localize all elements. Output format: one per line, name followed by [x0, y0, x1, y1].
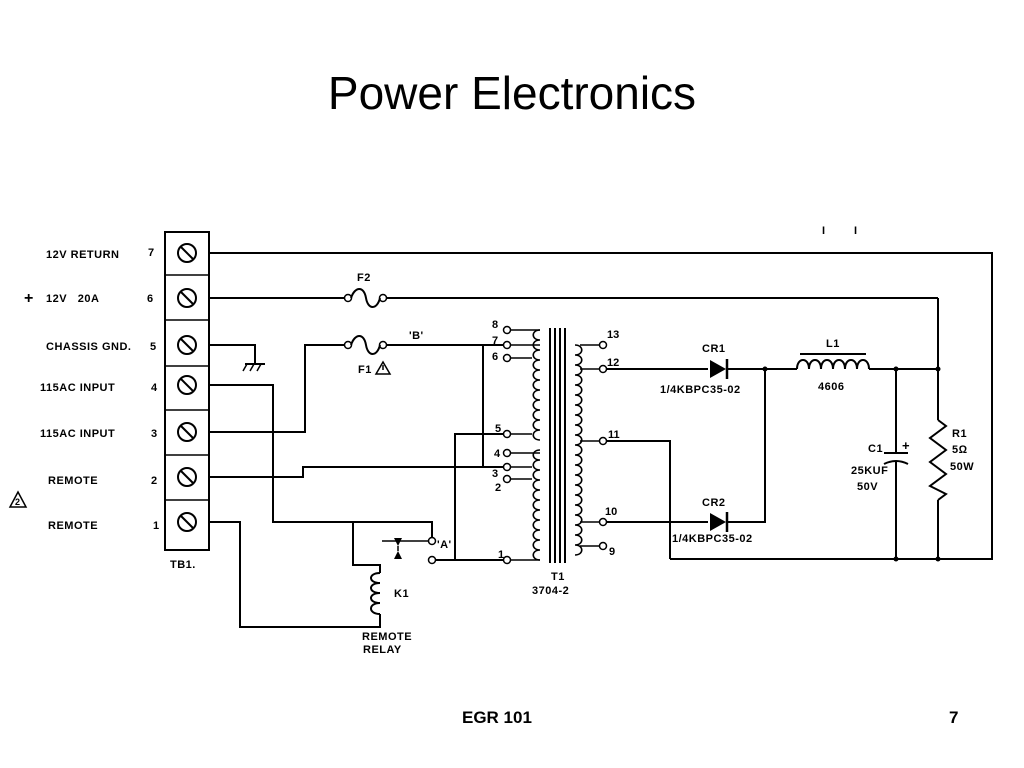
tap-11: 11	[608, 429, 620, 441]
tap-10: 10	[605, 506, 617, 518]
tap-7: 7	[492, 335, 498, 347]
inductor-part: 4606	[818, 381, 844, 393]
terminal-4-number: 4	[151, 382, 158, 394]
note-triangle-icon: 2	[8, 490, 28, 508]
fuse-f1: F1 'B'	[343, 330, 424, 376]
tap-5: 5	[495, 423, 501, 435]
capacitor-c1: + C1 25KUF 50V	[851, 438, 910, 493]
resistor-label: R1	[952, 428, 967, 440]
terminal-3-label: 115AC INPUT	[40, 428, 115, 440]
top-mark-2: I	[854, 225, 858, 237]
fuse-f1-label: F1	[358, 364, 372, 376]
terminal-5-label: CHASSIS GND.	[46, 341, 131, 353]
tap-4: 4	[494, 448, 501, 460]
fuse-f2: F2	[343, 272, 388, 308]
diode-cr1-label: CR1	[702, 343, 726, 355]
terminal-5-number: 5	[150, 341, 156, 353]
inductor-l1: L1 4606	[796, 338, 870, 393]
inductor-label: L1	[826, 338, 840, 350]
diode-cr2: CR2 1/4KBPC35-02	[672, 497, 753, 545]
top-mark-1: I	[822, 225, 826, 237]
tap-13: 13	[607, 329, 619, 341]
warning-triangle-icon	[374, 360, 392, 375]
page-number: 7	[949, 708, 959, 727]
transformer-part-label: 3704-2	[532, 585, 569, 597]
capacitor-value: 25KUF	[851, 465, 888, 477]
relay-coil-k1: K1 REMOTE RELAY	[362, 572, 412, 656]
footer-course: EGR 101	[462, 708, 532, 727]
tap-1: 1	[498, 549, 504, 561]
relay-caption-line1: REMOTE	[362, 631, 412, 643]
terminal-labels: 12V RETURN 7 + 12V 20A 6 CHASSIS GND. 5 …	[8, 247, 159, 532]
diode-cr1-part: 1/4KBPC35-02	[660, 384, 741, 396]
point-a-label: 'A'	[437, 539, 452, 551]
relay-caption-line2: RELAY	[363, 644, 402, 656]
slide-title: Power Electronics	[327, 67, 697, 119]
terminal-7-label: 12V RETURN	[46, 249, 119, 261]
fuse-f2-label: F2	[357, 272, 371, 284]
terminal-7-number: 7	[148, 247, 154, 259]
terminal-2-label: REMOTE	[48, 475, 98, 487]
terminal-4-label: 115AC INPUT	[40, 382, 115, 394]
secondary-wiring	[607, 298, 941, 562]
tap-8: 8	[492, 319, 498, 331]
point-b-label: 'B'	[409, 330, 424, 342]
transformer-t1: 8 7 6 5 4 3 2 1 13 12 11 10 9 T1 3704-2	[492, 319, 620, 597]
tap-12: 12	[607, 357, 619, 369]
relay-contact: 'A'	[382, 536, 452, 565]
terminal-1-label: REMOTE	[48, 520, 98, 532]
tap-6: 6	[492, 351, 498, 363]
terminal-block: TB1.	[164, 231, 210, 571]
transformer-label: T1	[551, 571, 565, 583]
tap-9: 9	[609, 546, 615, 558]
terminal-6-prefix: +	[24, 290, 34, 307]
relay-k1-label: K1	[394, 588, 409, 600]
resistor-r1: R1 5Ω 50W	[928, 419, 974, 501]
capacitor-polarity: +	[902, 438, 910, 453]
terminal-block-label: TB1.	[170, 559, 196, 571]
resistor-value: 5Ω	[952, 444, 968, 456]
tap-2: 2	[495, 482, 501, 494]
capacitor-voltage: 50V	[857, 481, 878, 493]
terminal-6-number: 6	[147, 293, 153, 305]
capacitor-label: C1	[868, 443, 883, 455]
resistor-power: 50W	[950, 461, 974, 473]
terminal-6-label: 12V 20A	[46, 293, 99, 305]
terminal-3-number: 3	[151, 428, 157, 440]
svg-text:2: 2	[15, 497, 20, 507]
terminal-1-number: 1	[153, 520, 159, 532]
tap-3: 3	[492, 468, 498, 480]
terminal-2-number: 2	[151, 475, 157, 487]
diode-cr1: CR1 1/4KBPC35-02	[660, 343, 741, 396]
diode-cr2-part: 1/4KBPC35-02	[672, 533, 753, 545]
diode-cr2-label: CR2	[702, 497, 726, 509]
